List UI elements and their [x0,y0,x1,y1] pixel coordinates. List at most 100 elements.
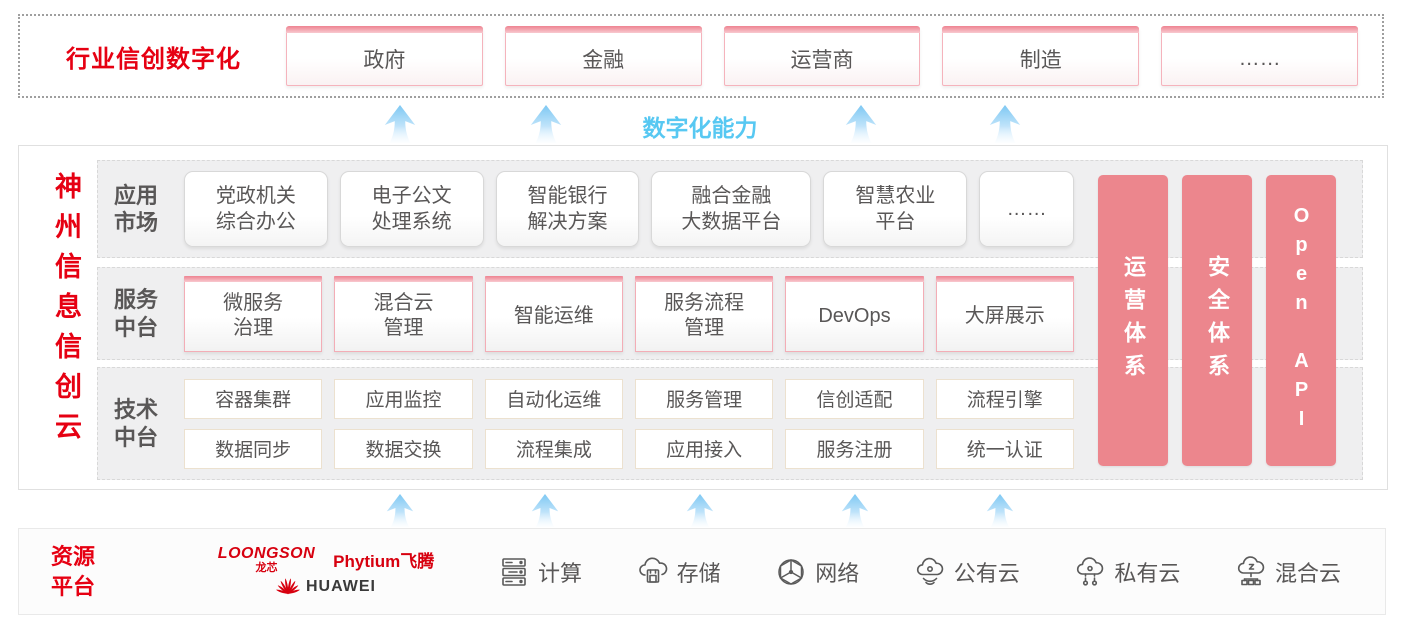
service-label: DevOps [818,304,891,327]
row-service-platform: 服务 中台 微服务 治理 混合云 管理 智能运维 服务流程 管理 DevOps … [97,267,1363,360]
loongson-wordmark: LOONGSON [217,544,316,562]
banner-title: 行业信创数字化 [66,45,241,73]
pink-top-bar [935,275,1074,282]
huawei-flower-icon [276,577,300,594]
tech-line-top: 容器集群 应用监控 自动化运维 服务管理 信创适配 流程引擎 [184,378,1074,419]
tech-box: 流程引擎 [935,378,1074,419]
storage-cloud-icon [638,556,667,583]
app-items: 党政机关 综合办公 电子公文 处理系统 智能银行 解决方案 融合金融 大数据平台… [184,171,1074,247]
resource-panel: 资源 平台 LOONGSON 龙芯 Phytium飞腾 [18,528,1386,615]
tech-box: 服务注册 [785,428,924,469]
service-box: 大屏展示 [935,275,1074,352]
service-box: 服务流程 管理 [634,275,774,352]
pink-top-bar [334,275,473,282]
industry-row: 政府 金融 运营商 制造 …… [286,25,1358,86]
capability-label: 数字化能力 [642,115,758,141]
resource-label: 存储 [676,560,721,586]
pink-top-bar [942,25,1140,33]
service-label: 服务流程 管理 [664,292,745,339]
tech-box: 数据交换 [334,428,473,469]
service-label: 大屏展示 [964,304,1045,327]
industry-box-carrier: 运营商 [723,25,921,86]
row-tech-platform: 技术 中台 容器集群 应用监控 自动化运维 服务管理 信创适配 流程引擎 数据同… [97,367,1363,480]
up-arrow-icon [530,105,562,143]
app-box: 融合金融 大数据平台 [651,171,812,247]
tech-box: 自动化运维 [484,378,623,419]
pink-top-bar [634,275,774,282]
tech-box: 服务管理 [634,378,774,419]
up-arrow-icon [386,494,414,527]
platform-vertical-title: 神州信息信创云 [51,172,81,452]
app-box-more: …… [979,171,1074,247]
service-label: 微服务 治理 [223,292,284,339]
pillar-label: 安全体系 [1205,254,1230,387]
row-label: 技术 中台 [114,397,159,450]
resource-item-network: 网络 [774,555,859,589]
industry-label: 制造 [1019,48,1062,72]
hybrid-cloud-icon [1237,555,1265,585]
tech-box: 流程集成 [484,428,623,469]
up-arrow-icon [531,494,559,527]
industry-box-government: 政府 [286,25,483,86]
tech-box: 信创适配 [785,378,924,419]
up-arrow-icon [989,105,1021,143]
tech-box: 统一认证 [935,428,1074,469]
network-icon [778,558,804,585]
resource-item-compute: 计算 [497,555,582,589]
resource-item-private-cloud: 私有云 [1073,555,1180,589]
resource-label: 私有云 [1114,560,1181,586]
service-box: 混合云 管理 [334,275,473,352]
pillar-security-system: 安全体系 [1182,175,1252,466]
resource-label: 网络 [815,560,860,586]
pillar-operations-system: 运营体系 [1098,175,1168,466]
resource-label: 公有云 [953,560,1020,586]
industry-box-finance: 金融 [504,25,702,86]
vendor-logos: LOONGSON 龙芯 Phytium飞腾 HUAWEI [181,544,471,598]
up-arrow-icon [986,494,1014,527]
loongson-logo: LOONGSON 龙芯 [217,544,316,574]
up-arrow-icon [845,105,877,143]
resource-items: 计算 存储 网络 [497,555,1341,589]
service-box: 微服务 治理 [184,275,323,352]
pink-top-bar [785,275,924,282]
app-box: 电子公文 处理系统 [339,171,484,247]
service-items: 微服务 治理 混合云 管理 智能运维 服务流程 管理 DevOps 大屏展示 [184,275,1074,352]
app-box: 智慧农业 平台 [823,171,968,247]
tech-box: 应用监控 [334,378,473,419]
pillar-label: Open API [1290,204,1313,437]
app-box: 党政机关 综合办公 [184,171,328,247]
pink-top-bar [184,275,323,282]
vendor-line: LOONGSON 龙芯 Phytium飞腾 [217,544,435,574]
row-label: 服务 中台 [114,287,159,340]
industry-label: …… [1238,46,1281,70]
pillar-open-api: Open API [1266,175,1336,466]
private-cloud-icon [1077,556,1104,586]
phytium-logo: Phytium飞腾 [333,552,435,571]
industry-label: 金融 [582,48,625,72]
app-box: 智能银行 解决方案 [495,171,640,247]
up-arrow-icon [384,105,416,143]
pink-top-bar [723,25,921,33]
industry-box-more: …… [1161,25,1358,86]
up-arrow-icon [841,494,869,527]
industry-label: 运营商 [790,48,854,72]
platform-box: 神州信息信创云 应用 市场 党政机关 综合办公 电子公文 处理系统 智能银行 解… [18,145,1388,490]
service-label: 智能运维 [513,304,594,327]
row-label: 应用 市场 [114,182,159,236]
tech-box: 应用接入 [634,428,774,469]
resource-item-hybrid-cloud: 混合云 [1234,555,1341,589]
pink-top-bar [286,25,483,33]
pink-top-bar [1161,25,1358,33]
tech-items: 容器集群 应用监控 自动化运维 服务管理 信创适配 流程引擎 数据同步 数据交换… [184,378,1074,469]
pink-top-bar [484,275,623,282]
resource-label: 混合云 [1274,560,1341,586]
service-box: 智能运维 [484,275,623,352]
service-box: DevOps [785,275,924,352]
industry-banner: 行业信创数字化 政府 金融 运营商 制造 …… [18,14,1384,98]
loongson-cn-label: 龙芯 [255,561,278,574]
server-icon [502,557,526,586]
up-arrow-icon [686,494,714,527]
huawei-logo: HUAWEI [276,576,376,598]
tech-box: 数据同步 [184,428,323,469]
